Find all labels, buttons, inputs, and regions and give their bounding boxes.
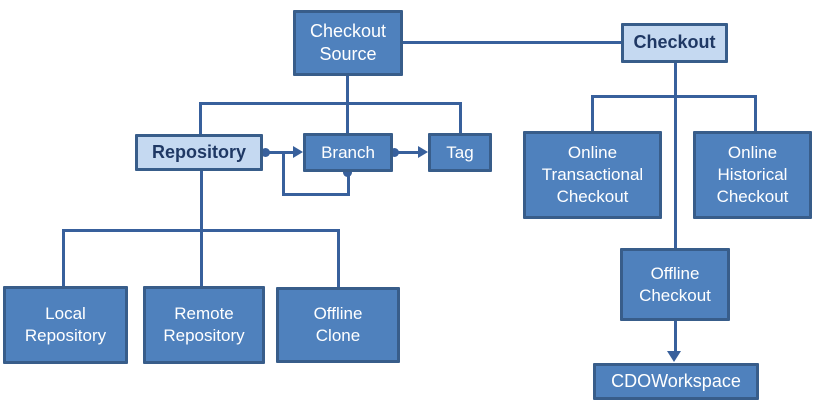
connector-drop-offline-checkout (674, 95, 677, 248)
connector-drop-online-historical (754, 95, 757, 131)
connector-repository-branch (263, 151, 296, 154)
connector-branch-loop-horizontal (282, 193, 350, 196)
node-local-repository: Local Repository (3, 286, 128, 364)
connector-branch-loop-up (282, 153, 285, 196)
node-repository: Repository (135, 134, 263, 171)
arrowhead-right-tag-icon (418, 146, 428, 158)
connector-checkout-stem (674, 63, 677, 97)
node-cdoworkspace: CDOWorkspace (593, 363, 759, 400)
node-branch: Branch (303, 133, 393, 172)
dot-repository-end-icon (261, 148, 270, 157)
connector-drop-remote-repository (200, 229, 203, 286)
node-online-transactional-checkout: Online Transactional Checkout (523, 131, 662, 219)
connector-drop-repository (199, 102, 202, 134)
arrowhead-down-cdoworkspace-icon (667, 351, 681, 362)
connector-drop-offline-clone (337, 229, 340, 287)
dot-branch-end-icon (390, 148, 399, 157)
connector-checkoutsource-stem (346, 76, 349, 134)
connector-left-tree-horizontal (199, 102, 462, 105)
node-online-historical-checkout: Online Historical Checkout (693, 131, 812, 219)
node-offline-checkout: Offline Checkout (620, 248, 730, 321)
node-checkout: Checkout (621, 23, 728, 63)
connector-drop-local-repository (62, 229, 65, 286)
connector-branch-tag (392, 151, 420, 154)
arrowhead-right-branch-icon (293, 146, 303, 158)
node-tag: Tag (428, 133, 492, 172)
node-remote-repository: Remote Repository (143, 286, 265, 364)
connector-offline-cdoworkspace (674, 321, 677, 354)
connector-repository-stem (200, 171, 203, 231)
connector-branch-loop-down (347, 172, 350, 196)
connector-drop-tag (459, 102, 462, 133)
connector-checkoutsource-checkout (403, 41, 621, 44)
node-checkout-source: Checkout Source (293, 10, 403, 76)
connector-drop-online-transactional (591, 95, 594, 131)
node-offline-clone: Offline Clone (276, 287, 400, 363)
